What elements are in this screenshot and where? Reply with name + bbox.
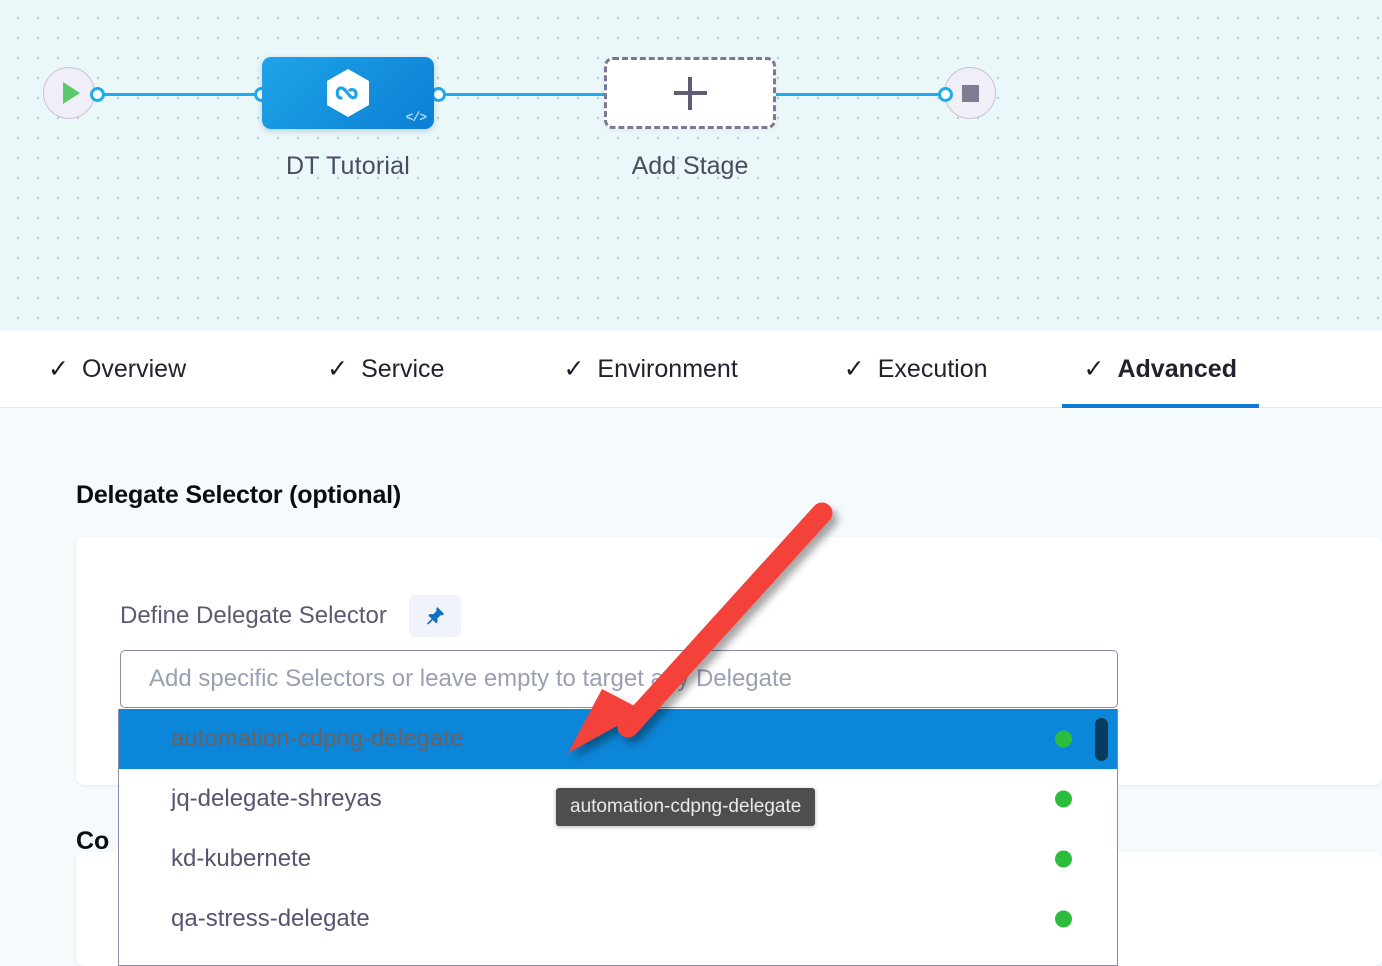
tab-environment-label: Environment	[597, 355, 738, 383]
stage-node-label: DT Tutorial	[285, 152, 410, 180]
delegate-option-label: kd-kubernete	[171, 845, 312, 872]
tab-advanced-label: Advanced	[1117, 355, 1237, 383]
check-icon: ✓	[327, 355, 349, 383]
tab-advanced[interactable]: ✓ Advanced	[1061, 331, 1260, 408]
play-icon	[63, 82, 80, 104]
delegate-selector-combobox[interactable]	[120, 650, 1118, 708]
stage-config-tabs: ✓ Overview ✓ Service ✓ Environment ✓ Exe…	[0, 331, 1382, 408]
code-badge-icon: </>	[405, 110, 427, 125]
infinity-hexagon-icon	[325, 68, 371, 118]
tab-service[interactable]: ✓ Service	[305, 331, 466, 408]
port-end-input[interactable]	[938, 87, 953, 102]
check-icon: ✓	[843, 355, 865, 383]
tab-environment[interactable]: ✓ Environment	[541, 331, 759, 408]
tab-execution[interactable]: ✓ Execution	[822, 331, 1010, 408]
status-badge	[1055, 910, 1072, 928]
stage-node-dt-tutorial[interactable]: </>	[262, 57, 434, 129]
second-section-title: Co	[76, 827, 110, 855]
status-badge	[1055, 850, 1072, 868]
tab-overview-label: Overview	[81, 355, 187, 383]
delegate-selector-input[interactable]	[121, 665, 1117, 693]
add-stage-label: Add Stage	[631, 152, 749, 180]
pipeline-canvas[interactable]: </> DT Tutorial Add Stage	[0, 0, 1382, 331]
pushpin-icon[interactable]	[408, 595, 461, 637]
pipeline-start-node[interactable]	[43, 67, 95, 119]
list-item[interactable]: qa-stress-delegate	[119, 889, 1117, 949]
tab-execution-label: Execution	[877, 355, 988, 383]
add-stage-button[interactable]	[604, 57, 776, 129]
list-item[interactable]: jq-delegate-shreyas	[119, 769, 1117, 829]
define-delegate-selector-row: Define Delegate Selector	[120, 595, 461, 637]
delegate-option-label: automation-cdpng-delegate	[171, 725, 464, 752]
define-delegate-selector-label: Define Delegate Selector	[120, 602, 387, 629]
check-icon: ✓	[1083, 355, 1105, 383]
tab-overview[interactable]: ✓ Overview	[26, 331, 208, 408]
status-badge	[1055, 790, 1072, 808]
delegate-name-tooltip: automation-cdpng-delegate	[556, 788, 816, 826]
check-icon: ✓	[563, 355, 585, 383]
delegate-options-dropdown[interactable]: automation-cdpng-delegate jq-delegate-sh…	[118, 709, 1118, 966]
delegate-option-label: jq-delegate-shreyas	[171, 785, 382, 812]
status-badge	[1055, 730, 1072, 748]
connector-stage-to-addstage	[432, 93, 614, 96]
tab-service-label: Service	[361, 355, 445, 383]
plus-icon-vertical	[688, 76, 692, 110]
dropdown-scrollbar-thumb[interactable]	[1095, 718, 1108, 761]
stop-icon	[961, 84, 979, 102]
connector-addstage-to-end	[768, 93, 950, 96]
check-icon: ✓	[48, 355, 69, 383]
connector-start-to-stage	[96, 93, 272, 96]
list-item[interactable]: kd-kubernete	[119, 829, 1117, 889]
page-title: Delegate Selector (optional)	[76, 481, 402, 509]
delegate-option-label: qa-stress-delegate	[171, 905, 370, 932]
port-start-output[interactable]	[90, 87, 105, 102]
list-item[interactable]: automation-cdpng-delegate	[119, 709, 1117, 769]
